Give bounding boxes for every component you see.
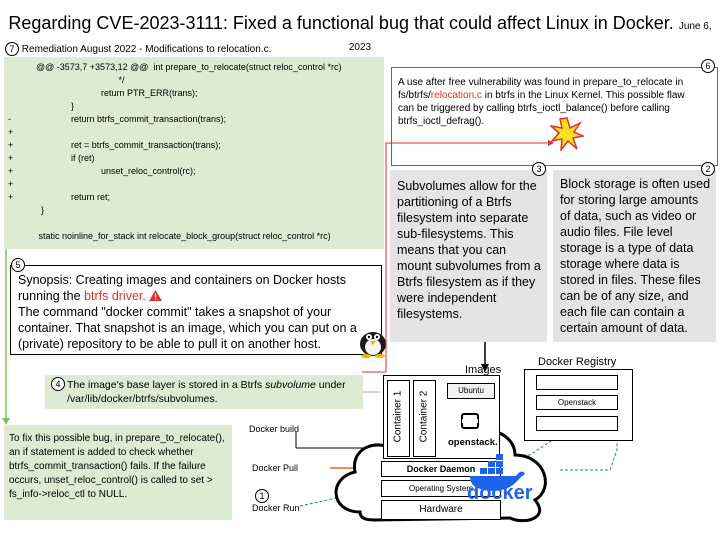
tux-penguin-icon	[360, 332, 386, 358]
code-line: + return ret;	[8, 191, 341, 204]
warning-icon	[149, 290, 163, 301]
container-2-label: Container 2	[418, 390, 430, 443]
code-line-prefix: +	[8, 179, 14, 189]
storage-info-box: Block storage is often used for storing …	[553, 170, 716, 342]
red-connector	[362, 142, 548, 373]
openstack-label: openstack.	[448, 437, 498, 448]
step-6-badge: 6	[701, 59, 715, 73]
step-2-badge: 2	[701, 162, 715, 176]
docker-pull-label: Docker Pull	[252, 463, 299, 473]
vuln-text-file: relocation.c	[430, 90, 482, 101]
docker-build-label: Docker build	[249, 424, 300, 434]
code-line-prefix: +	[8, 166, 14, 176]
vuln-text-after: in btrfs in the Linux Kernel. This possi…	[398, 90, 685, 127]
code-line-text: */	[36, 75, 125, 85]
vulnerability-text: A use after free vulnerability was found…	[398, 76, 698, 128]
code-line: static noinline_for_stack int relocate_b…	[8, 230, 341, 243]
hardware-layer: Hardware	[381, 500, 501, 520]
code-line-prefix: +	[8, 153, 14, 163]
container-1-label: Container 1	[392, 390, 404, 443]
container-1: Container 1	[387, 380, 410, 457]
subvolume-info-box: Subvolumes allow for the partitioning of…	[390, 170, 547, 342]
step-4-badge: 4	[51, 377, 65, 391]
docker-run-label: Docker Run	[252, 503, 300, 513]
code-line: @@ -3573,7 +3573,12 @@ int prepare_to_re…	[8, 61, 341, 74]
code-line-text: }	[36, 101, 75, 111]
step-5-badge: 5	[11, 258, 25, 272]
synopsis-box: Synopsis: Creating images and containers…	[10, 265, 382, 355]
code-line-text: static noinline_for_stack int relocate_b…	[36, 231, 331, 241]
registry-openstack: Openstack	[536, 395, 618, 410]
vulnerability-box: A use after free vulnerability was found…	[391, 67, 718, 166]
code-line-text: }	[36, 205, 45, 215]
storage-info-text: Block storage is often used for storing …	[560, 177, 711, 335]
base-layer-path: under /var/lib/docker/btrfs/subvolumes.	[67, 379, 346, 405]
images-label: Images	[465, 364, 502, 376]
docker-whale-icon	[470, 454, 525, 491]
code-line-text: ret = btrfs_commit_transaction(trans);	[36, 140, 221, 150]
code-lines: @@ -3573,7 +3573,12 @@ int prepare_to_re…	[8, 61, 341, 243]
code-line: +	[8, 126, 341, 139]
fix-note-text: To fix this possible bug, in prepare_to_…	[9, 433, 225, 500]
docker-logo-text: docker	[467, 482, 533, 504]
synopsis-details: The command "docker commit" takes a snap…	[18, 305, 357, 351]
code-line: return PTR_ERR(trans);	[8, 87, 341, 100]
code-line: +	[8, 178, 341, 191]
ubuntu-image: Ubuntu	[447, 383, 495, 399]
base-layer-subvolume: subvolume	[265, 379, 316, 391]
title-date: June 6, 2023	[348, 21, 712, 53]
step-1-badge: 1	[255, 489, 269, 503]
code-line-prefix: +	[8, 127, 14, 137]
code-line: */	[8, 74, 341, 87]
code-line: }	[8, 100, 341, 113]
code-line-text: if (ret)	[36, 153, 95, 163]
explosion-icon	[550, 117, 584, 151]
registry-label: Docker Registry	[538, 356, 617, 368]
synopsis-text: Synopsis: Creating images and containers…	[18, 272, 378, 352]
code-line: + unset_reloc_control(rc);	[8, 165, 341, 178]
code-line: }	[8, 204, 341, 217]
code-line: - return btrfs_commit_transaction(trans)…	[8, 113, 341, 126]
fix-note-box: To fix this possible bug, in prepare_to_…	[4, 425, 232, 520]
remediation-label: Remediation August 2022 - Modifications …	[21, 44, 272, 55]
subvolume-info-text: Subvolumes allow for the partitioning of…	[397, 179, 541, 321]
step-7-badge: 7	[5, 42, 19, 56]
code-line: + if (ret)	[8, 152, 341, 165]
code-line: + ret = btrfs_commit_transaction(trans);	[8, 139, 341, 152]
code-line-text: unset_reloc_control(rc);	[36, 166, 196, 176]
openstack-logo-icon	[461, 413, 479, 429]
code-line-prefix: +	[8, 192, 14, 202]
code-line-text: return btrfs_commit_transaction(trans);	[36, 114, 227, 124]
vuln-text-before: A use after free vulnerability was found…	[398, 77, 684, 101]
remediation-heading: 7 Remediation August 2022 - Modification…	[5, 42, 271, 56]
step-3-badge: 3	[532, 162, 546, 176]
registry-slot-3	[536, 416, 618, 431]
code-line-text: @@ -3573,7 +3573,12 @@ int prepare_to_re…	[36, 62, 342, 72]
code-line-text: return PTR_ERR(trans);	[36, 88, 198, 98]
page-title: Regarding CVE-2023-3111: Fixed a functio…	[0, 13, 720, 55]
base-layer-box: The image's base layer is stored in a Bt…	[45, 375, 363, 409]
code-line-text: return ret;	[36, 192, 111, 202]
base-layer-text: The image's base layer is stored in a Bt…	[67, 378, 363, 406]
registry-slot-1	[536, 375, 618, 390]
code-line-prefix: -	[8, 114, 11, 124]
title-text: Regarding CVE-2023-3111: Fixed a functio…	[8, 13, 674, 33]
base-layer-intro: The image's base layer is stored in a Bt…	[67, 379, 266, 391]
code-diff-panel: @@ -3573,7 +3573,12 @@ int prepare_to_re…	[4, 57, 384, 249]
synopsis-intro: Synopsis: Creating images and containers…	[18, 273, 346, 303]
container-2: Container 2	[413, 380, 436, 457]
synopsis-driver: btrfs driver.	[84, 289, 146, 303]
code-line-prefix: +	[8, 140, 14, 150]
